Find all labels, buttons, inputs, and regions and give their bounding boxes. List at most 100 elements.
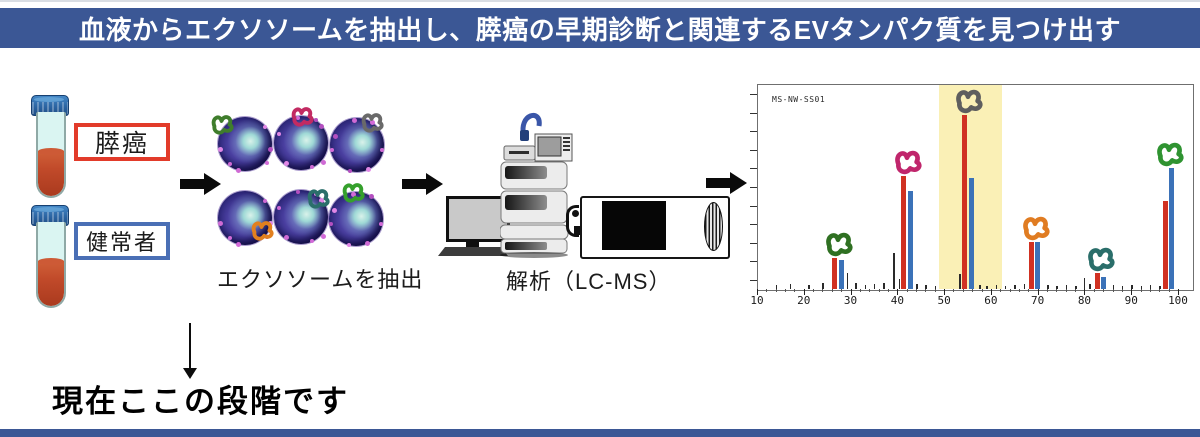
noise-peak <box>822 282 824 289</box>
membrane-protein-dot <box>380 148 384 152</box>
membrane-protein-dot <box>268 147 273 152</box>
x-tick-major <box>1084 289 1086 295</box>
noise-peak <box>1149 284 1152 289</box>
membrane-protein-dot <box>265 161 269 165</box>
noise-peak <box>1083 277 1085 289</box>
membrane-protein-dot <box>365 241 370 246</box>
spectrum-bar-blue <box>1035 241 1041 289</box>
membrane-protein-dot <box>321 160 326 165</box>
x-tick-minor <box>841 289 843 292</box>
spectrum-bar-red <box>961 114 967 289</box>
x-tick-minor <box>981 289 983 292</box>
x-tick-minor <box>1168 289 1170 292</box>
spectrum-bar-blue <box>907 190 913 289</box>
noise-peak <box>1112 284 1114 289</box>
y-tick <box>750 149 757 151</box>
protein-glyph-icon <box>825 233 853 257</box>
x-tick-minor <box>813 289 815 292</box>
x-tick-minor <box>1121 289 1123 292</box>
noise-peak <box>808 284 810 289</box>
x-tick-label: 30 <box>843 294 858 307</box>
y-tick <box>750 242 757 244</box>
x-tick-minor <box>1159 289 1161 292</box>
noise-peak <box>893 253 895 289</box>
protein-glyph-icon <box>291 107 314 127</box>
tube-cap-icon <box>31 205 69 226</box>
tube-cap-icon <box>31 95 69 116</box>
y-tick <box>750 261 757 263</box>
ms-window <box>602 201 666 250</box>
membrane-protein-dot <box>277 206 281 210</box>
membrane-protein-dot <box>369 194 374 199</box>
x-tick-major <box>803 289 805 295</box>
membrane-protein-dot <box>333 134 338 139</box>
membrane-protein-dot <box>310 165 314 169</box>
ms-inlet-block <box>574 226 582 235</box>
protein-glyph-icon <box>1156 142 1184 167</box>
exosome-icon <box>218 117 273 173</box>
noise-peak <box>1159 285 1161 289</box>
y-tick <box>750 131 757 133</box>
arrow-right-icon <box>402 173 443 195</box>
protein-glyph-icon <box>895 151 922 175</box>
y-tick <box>750 187 757 188</box>
spectrum-bar-red <box>1094 272 1100 289</box>
x-tick-major <box>990 289 992 295</box>
spectrum-bar-blue <box>1100 276 1106 289</box>
x-tick-minor <box>1000 289 1002 292</box>
x-tick-minor <box>775 289 777 292</box>
noise-peak <box>1004 285 1007 289</box>
x-tick-minor <box>822 289 824 292</box>
spectrum-bar-red <box>1162 200 1168 289</box>
x-tick-label: 60 <box>984 294 998 307</box>
noise-peak <box>883 282 885 289</box>
x-tick-minor <box>859 289 861 292</box>
spectrum-bar-blue <box>838 260 844 289</box>
x-tick-minor <box>916 289 918 292</box>
exosome-icon <box>329 192 383 247</box>
noise-peak <box>1089 283 1091 289</box>
membrane-protein-dot <box>228 236 232 240</box>
page-title: 血液からエクソソームを抽出し、膵癌の早期診断と関連するEVタンパク質を見つけ出す <box>79 14 1121 45</box>
exosome-icon <box>330 118 384 173</box>
x-tick-minor <box>785 289 787 292</box>
membrane-protein-dot <box>228 162 232 166</box>
noise-peak <box>995 284 998 289</box>
membrane-protein-dot <box>366 167 371 172</box>
x-tick-label: 10 <box>750 294 764 307</box>
y-tick <box>750 168 757 170</box>
x-tick-minor <box>766 289 768 292</box>
x-tick-minor <box>1112 289 1114 292</box>
membrane-protein-dot <box>296 190 300 194</box>
noise-peak <box>1056 285 1058 289</box>
exosome-icon <box>274 190 328 244</box>
noise-peak <box>1075 285 1077 289</box>
x-tick-major <box>850 289 852 295</box>
arrow-down-head <box>183 368 197 379</box>
noise-peak <box>1131 284 1133 289</box>
bottom-accent-bar <box>0 429 1200 437</box>
x-tick-minor <box>1028 289 1030 292</box>
x-tick-major <box>1037 289 1039 295</box>
noise-peak <box>916 283 918 289</box>
sample-label-text: 健常者 <box>85 230 158 255</box>
membrane-protein-dot <box>379 222 383 226</box>
spectrum-bar-red <box>831 258 837 289</box>
lc-instrument-stack-icon <box>500 113 573 258</box>
noise-peak <box>959 273 961 289</box>
ms-inlet-dot <box>572 210 579 217</box>
membrane-protein-dot <box>332 208 337 213</box>
noise-peak <box>925 284 927 289</box>
arrow-right-icon <box>706 172 747 194</box>
membrane-protein-dot <box>351 192 356 197</box>
sample-label-pancreatic-cancer: 膵癌 <box>74 123 170 161</box>
x-tick-minor <box>1149 289 1151 292</box>
current-stage-note: 現在ここの段階です <box>52 384 349 419</box>
x-tick-minor <box>925 289 927 292</box>
noise-peak <box>1023 283 1026 289</box>
monitor-base <box>438 247 508 256</box>
noise-peak <box>1140 285 1143 289</box>
y-tick <box>750 224 757 226</box>
arrow-down-icon <box>189 323 191 370</box>
